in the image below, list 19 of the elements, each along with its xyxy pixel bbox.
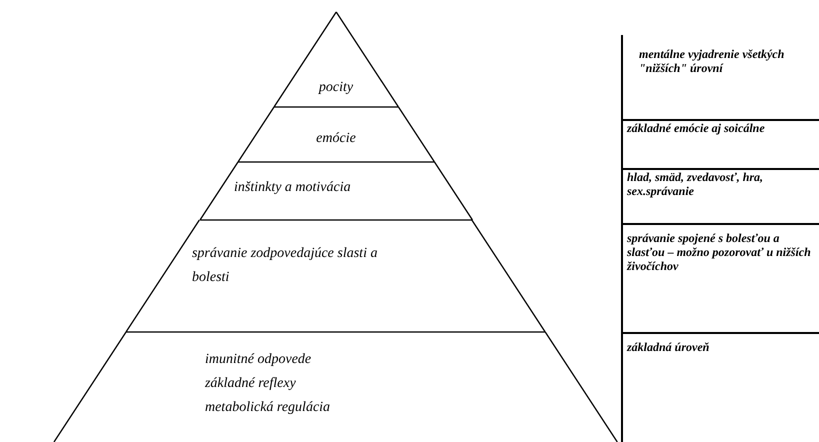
tier-label: emócie [315,130,357,148]
description-cell [621,35,819,121]
pyramid-tier [126,220,546,332]
pyramid-tier [54,332,618,442]
tier-label: správanie zodpovedajúce slasti a bolesti [192,245,378,287]
description-cell [621,223,819,334]
description-cell [621,119,819,170]
description-cell [621,168,819,225]
pyramid-tier [238,107,434,162]
description-text: hlad, smäd, zvedavosť, hra, sex.správanie [626,170,764,198]
description-text: mentálne vyjadrenie všetkých "nižších" úrovní [638,47,786,75]
tier-label: pocity [317,79,354,97]
tier-label: inštinkty a motivácia [234,179,352,197]
description-text: správanie spojené s bolesťou a slasťou – možno pozorovať u nižších živočíchov [626,231,812,273]
description-text: základné emócie aj soicálne [626,121,766,135]
pyramid-tier [200,162,472,220]
pyramid-tier [274,12,398,107]
description-text: základná úroveň [626,340,710,354]
tier-label: imunitné odpovede základné reflexy metabolická regulácia [204,351,332,417]
